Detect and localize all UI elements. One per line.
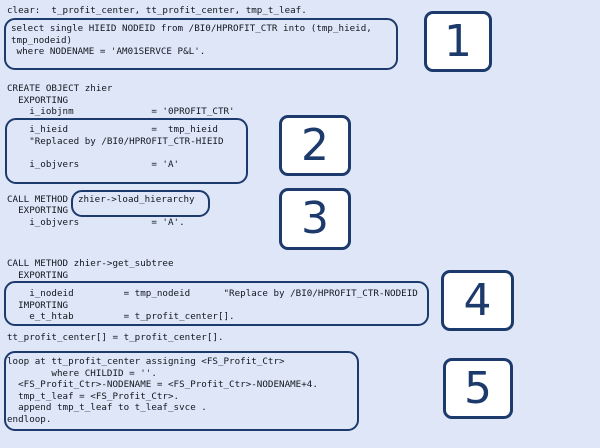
callout-badge-2: 2 — [279, 115, 351, 176]
code-call-load-hierarchy-target: zhier->load_hierarchy — [78, 194, 195, 205]
code-call-get-subtree-header: CALL METHOD zhier->get_subtree EXPORTING — [7, 258, 174, 281]
highlight-box-5 — [4, 351, 359, 431]
code-call-load-hierarchy-body: EXPORTING i_objvers = 'A'. — [18, 205, 185, 228]
code-call-load-hierarchy-prefix: CALL METHOD — [7, 194, 74, 205]
code-create-object-header: CREATE OBJECT zhier EXPORTING i_iobjnm =… — [7, 83, 235, 118]
callout-badge-5: 5 — [443, 358, 513, 419]
code-clear-statement: clear: t_profit_center, tt_profit_center… — [7, 5, 307, 16]
code-assign-statement: tt_profit_center[] = t_profit_center[]. — [7, 332, 224, 343]
callout-badge-4: 4 — [441, 270, 514, 331]
highlight-box-1 — [4, 18, 398, 70]
highlight-box-4 — [4, 281, 429, 326]
highlight-box-3 — [71, 190, 210, 217]
callout-badge-1: 1 — [424, 11, 492, 72]
code-create-object-parameters: i_hieid = tmp_hieid "Replaced by /BI0/HP… — [29, 124, 224, 170]
callout-badge-3: 3 — [279, 188, 351, 250]
code-select-statement: select single HIEID NODEID from /BI0/HPR… — [11, 23, 372, 58]
code-loop-block: loop at tt_profit_center assigning <FS_P… — [7, 356, 318, 425]
highlight-box-2 — [5, 118, 248, 184]
code-call-get-subtree-body: i_nodeid = tmp_nodeid "Replace by /BI0/H… — [18, 288, 418, 323]
